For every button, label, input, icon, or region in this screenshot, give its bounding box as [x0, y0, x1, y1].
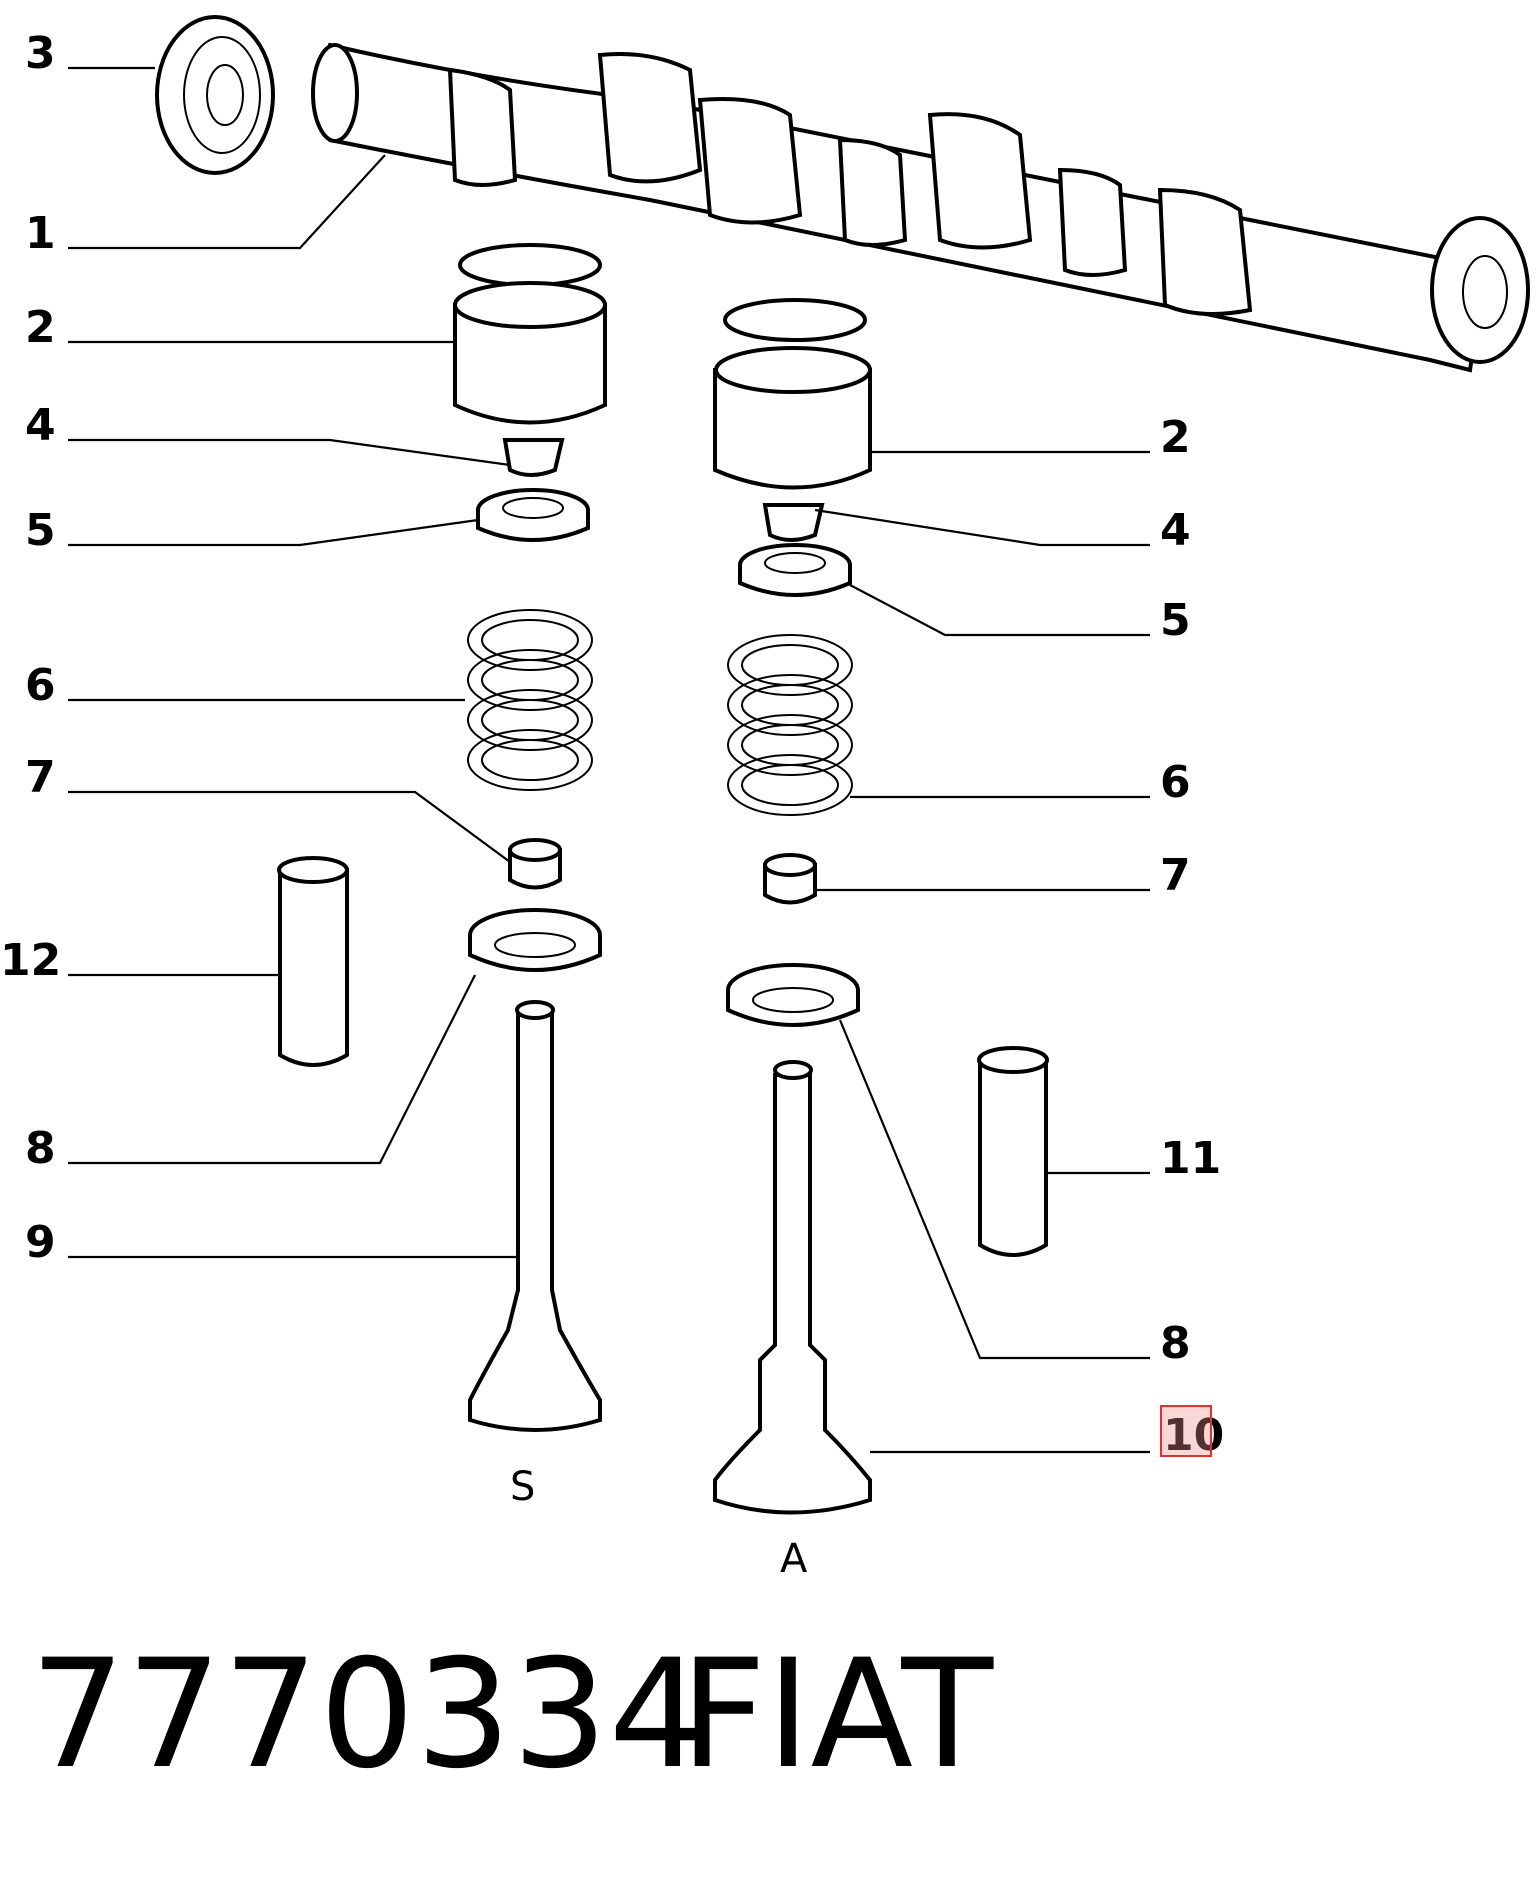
callout-2-right: 2	[1160, 412, 1191, 463]
callout-5-left: 5	[25, 505, 56, 556]
callout-4-right: 4	[1160, 505, 1191, 556]
callout-7-right: 7	[1160, 850, 1191, 901]
valve-label-intake: A	[780, 1536, 808, 1582]
camshaft	[311, 42, 1530, 373]
callout-3: 3	[25, 28, 56, 79]
callout-6-right: 6	[1160, 757, 1191, 808]
highlighted-callout-marker[interactable]	[1160, 1405, 1212, 1457]
callout-1: 1	[25, 208, 56, 259]
callout-2-left: 2	[25, 302, 56, 353]
callout-7-left: 7	[25, 752, 56, 803]
callout-6-left: 6	[25, 660, 56, 711]
left-valve-assembly	[277, 243, 607, 1432]
callout-8-right: 8	[1160, 1318, 1191, 1369]
callout-11: 11	[1160, 1133, 1221, 1184]
right-valve-assembly	[713, 298, 1049, 1515]
callout-9: 9	[25, 1217, 56, 1268]
brand-name: FIAT	[680, 1628, 994, 1802]
camshaft-seal	[155, 15, 275, 175]
callout-8-left: 8	[25, 1123, 56, 1174]
valve-label-exhaust: S	[510, 1464, 535, 1510]
callout-5-right: 5	[1160, 595, 1191, 646]
callout-10: 10	[1163, 1410, 1224, 1461]
callout-12: 12	[0, 935, 61, 986]
callout-4-left: 4	[25, 400, 56, 451]
part-number: 7770334	[30, 1628, 706, 1802]
leader-lines	[68, 66, 1150, 1454]
callout-numbers: 3 1 2 4 5 6 7 12 8 9 2 4 5 6 7 11 8 10	[0, 28, 1224, 1461]
